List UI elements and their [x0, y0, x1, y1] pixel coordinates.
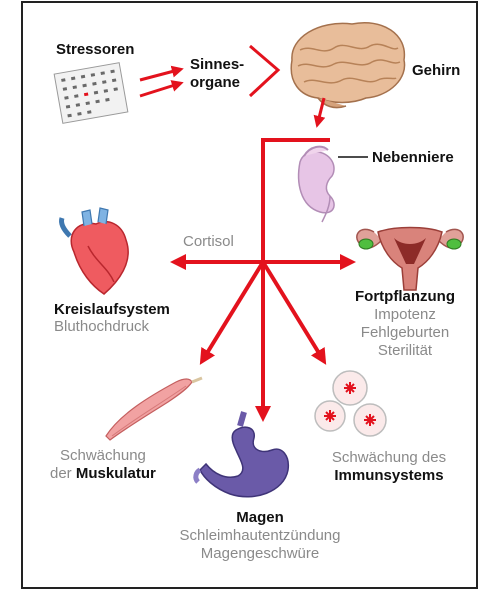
- label-schwaechung-muskel-line1: Schwächung: [60, 447, 146, 465]
- label-muskulatur: Muskulatur: [76, 465, 156, 482]
- sense-to-brain-chevron: [250, 46, 278, 96]
- arrow-to-immunsystem: [263, 262, 322, 358]
- label-der: der: [50, 465, 76, 482]
- label-cortisol: Cortisol: [183, 233, 234, 251]
- cortisol-distribution-arrows: [178, 262, 348, 414]
- uterus-icon: [357, 228, 463, 291]
- arrow-stressor-upper: [140, 70, 178, 80]
- label-sterilitaet: Sterilität: [340, 342, 470, 360]
- label-nebenniere: Nebenniere: [372, 149, 454, 167]
- label-schwaechung-immun-line1: Schwächung des: [305, 449, 473, 467]
- heart-icon: [61, 208, 128, 294]
- immune-cells-icon: [315, 371, 386, 436]
- label-sinnesorgane-line2: organe: [190, 74, 240, 92]
- label-magengeschwuere: Magengeschwüre: [130, 545, 390, 563]
- label-schleimhautentzuendung: Schleimhautentzündung: [130, 527, 390, 545]
- arrow-stressor-lower: [140, 84, 178, 96]
- label-bluthochdruck: Bluthochdruck: [54, 318, 149, 336]
- label-magen: Magen: [130, 509, 390, 527]
- label-schwaechung-muskel-line2: der Muskulatur: [50, 465, 156, 483]
- label-stressoren: Stressoren: [56, 41, 134, 59]
- calendar-icon: [54, 63, 128, 124]
- label-impotenz: Impotenz: [340, 306, 470, 324]
- label-fehlgeburten: Fehlgeburten: [340, 324, 470, 342]
- brain-icon: [291, 23, 404, 108]
- adrenal-kidney-icon: [299, 147, 334, 222]
- label-sinnesorgane-line1: Sinnes-: [190, 56, 244, 74]
- label-gehirn: Gehirn: [412, 62, 460, 80]
- label-fortpflanzung: Fortpflanzung: [340, 288, 470, 306]
- stressor-arrows: [140, 70, 178, 96]
- label-immunsystems: Immunsystems: [305, 467, 473, 485]
- muscle-icon: [106, 378, 202, 440]
- label-kreislaufsystem: Kreislaufsystem: [54, 301, 170, 319]
- stomach-icon: [196, 412, 288, 497]
- arrow-to-muskulatur: [204, 262, 263, 358]
